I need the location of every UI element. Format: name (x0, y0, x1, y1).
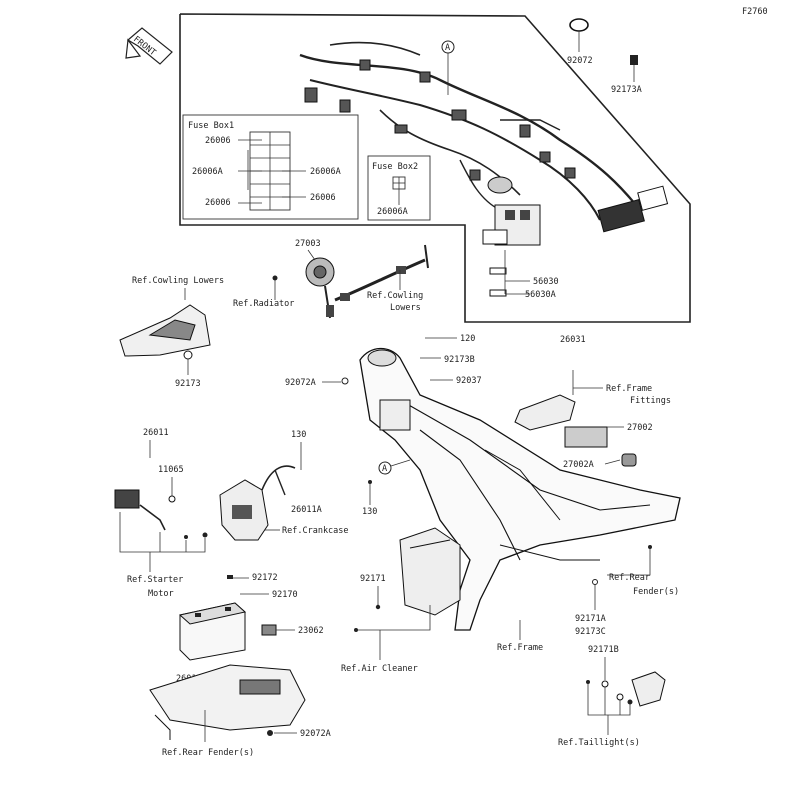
battery-26012-icon (178, 602, 247, 661)
ecu-bracket-icon (514, 394, 637, 467)
label-92170: 92170 (272, 590, 298, 600)
label-130-b: 130 (362, 507, 377, 517)
label-27002: 27002 (627, 423, 653, 433)
label-ref-rear-fender-r-a: Ref.Rear (609, 573, 650, 583)
main-wiring-harness (299, 41, 669, 246)
fuse-box-1-label-right-2: 26006 (310, 193, 336, 203)
battery-case-icon (149, 664, 306, 740)
starter-relay-icon (114, 489, 208, 539)
fuse-box-1: Fuse Box1 26006 26006A 26006 26006A 2600… (182, 114, 359, 220)
fuse-box-1-label-left-2: 26006A (192, 167, 223, 177)
label-92173C: 92173C (575, 627, 606, 637)
label-ref-rear-fender-l: Ref.Rear Fender(s) (162, 748, 254, 758)
crankcase-sensor-icon (219, 465, 296, 541)
label-23062: 23062 (298, 626, 324, 636)
label-ref-rear-fender-r-b: Fender(s) (633, 587, 679, 597)
label-92072A-mid: 92072A (285, 378, 316, 388)
fuse-box-1-title: Fuse Box1 (188, 121, 234, 131)
label-92072: 92072 (567, 56, 593, 66)
fuse-box-1-label-right-1: 26006A (310, 167, 341, 177)
label-92171: 92171 (360, 574, 386, 584)
label-ref-starter-a: Ref.Starter (127, 575, 183, 585)
label-26011A: 26011A (291, 505, 322, 515)
fuse-box-1-label-left-1: 26006 (205, 136, 231, 146)
connector-block-icon (597, 185, 669, 233)
callout-a-top-letter: A (445, 43, 450, 53)
fuse-box-2-label: 26006A (377, 207, 408, 217)
label-ref-cowling-lowers-2b: Lowers (390, 303, 421, 313)
label-92172: 92172 (252, 573, 278, 583)
label-26011: 26011 (143, 428, 169, 438)
clamp-92072-icon (569, 18, 589, 52)
connector-56030-icon (489, 267, 507, 297)
label-92171A: 92171A (575, 614, 606, 624)
fuse-box-2: Fuse Box2 26006A (367, 155, 431, 221)
fuse-23062-icon (261, 624, 277, 636)
label-92173: 92173 (175, 379, 201, 389)
label-11065: 11065 (158, 465, 184, 475)
label-ref-frame: Ref.Frame (497, 643, 543, 653)
label-92072A-bot: 92072A (300, 729, 331, 739)
label-27002A: 27002A (563, 460, 594, 470)
front-arrow-icon: FRONT (125, 27, 173, 65)
cowling-bracket-icon (119, 304, 211, 360)
label-ref-starter-b: Motor (148, 589, 174, 599)
harness-clamp-icon (487, 176, 513, 194)
label-92171B: 92171B (588, 645, 619, 655)
relay-box-icon (482, 204, 541, 246)
taillight-bracket-icon (586, 671, 666, 707)
label-120: 120 (460, 334, 475, 344)
label-ref-air-cleaner: Ref.Air Cleaner (341, 664, 418, 674)
sub-harness-cowling-icon (334, 244, 429, 302)
clip-92173A-icon (630, 55, 638, 82)
label-ref-radiator: Ref.Radiator (233, 299, 294, 309)
label-ref-cowling-lowers-1: Ref.Cowling Lowers (132, 276, 224, 286)
label-92173B: 92173B (444, 355, 475, 365)
label-56030A: 56030A (525, 290, 556, 300)
callout-a-top: A (441, 40, 455, 95)
figure-code: F2760 (742, 7, 768, 17)
fuse-box-2-title: Fuse Box2 (372, 162, 418, 172)
label-ref-crankcase: Ref.Crankcase (282, 526, 349, 536)
callout-a-frame: A (378, 459, 411, 475)
label-ref-taillight: Ref.Taillight(s) (558, 738, 640, 748)
label-27003: 27003 (295, 239, 321, 249)
harness-group-frame (179, 13, 691, 323)
label-ref-frame-fittings-b: Fittings (630, 396, 671, 406)
label-130-a: 130 (291, 430, 306, 440)
label-26031: 26031 (560, 335, 586, 345)
motorcycle-frame-icon (359, 347, 681, 631)
fuse-box-1-label-left-3: 26006 (205, 198, 231, 208)
label-ref-frame-fittings-a: Ref.Frame (606, 384, 652, 394)
air-cleaner-icon (399, 527, 461, 616)
label-92037: 92037 (456, 376, 482, 386)
horn-27003-icon (305, 257, 335, 319)
label-56030: 56030 (533, 277, 559, 287)
label-ref-cowling-lowers-2a: Ref.Cowling (367, 291, 423, 301)
callout-a-frame-letter: A (382, 464, 387, 474)
label-92173A: 92173A (611, 85, 642, 95)
